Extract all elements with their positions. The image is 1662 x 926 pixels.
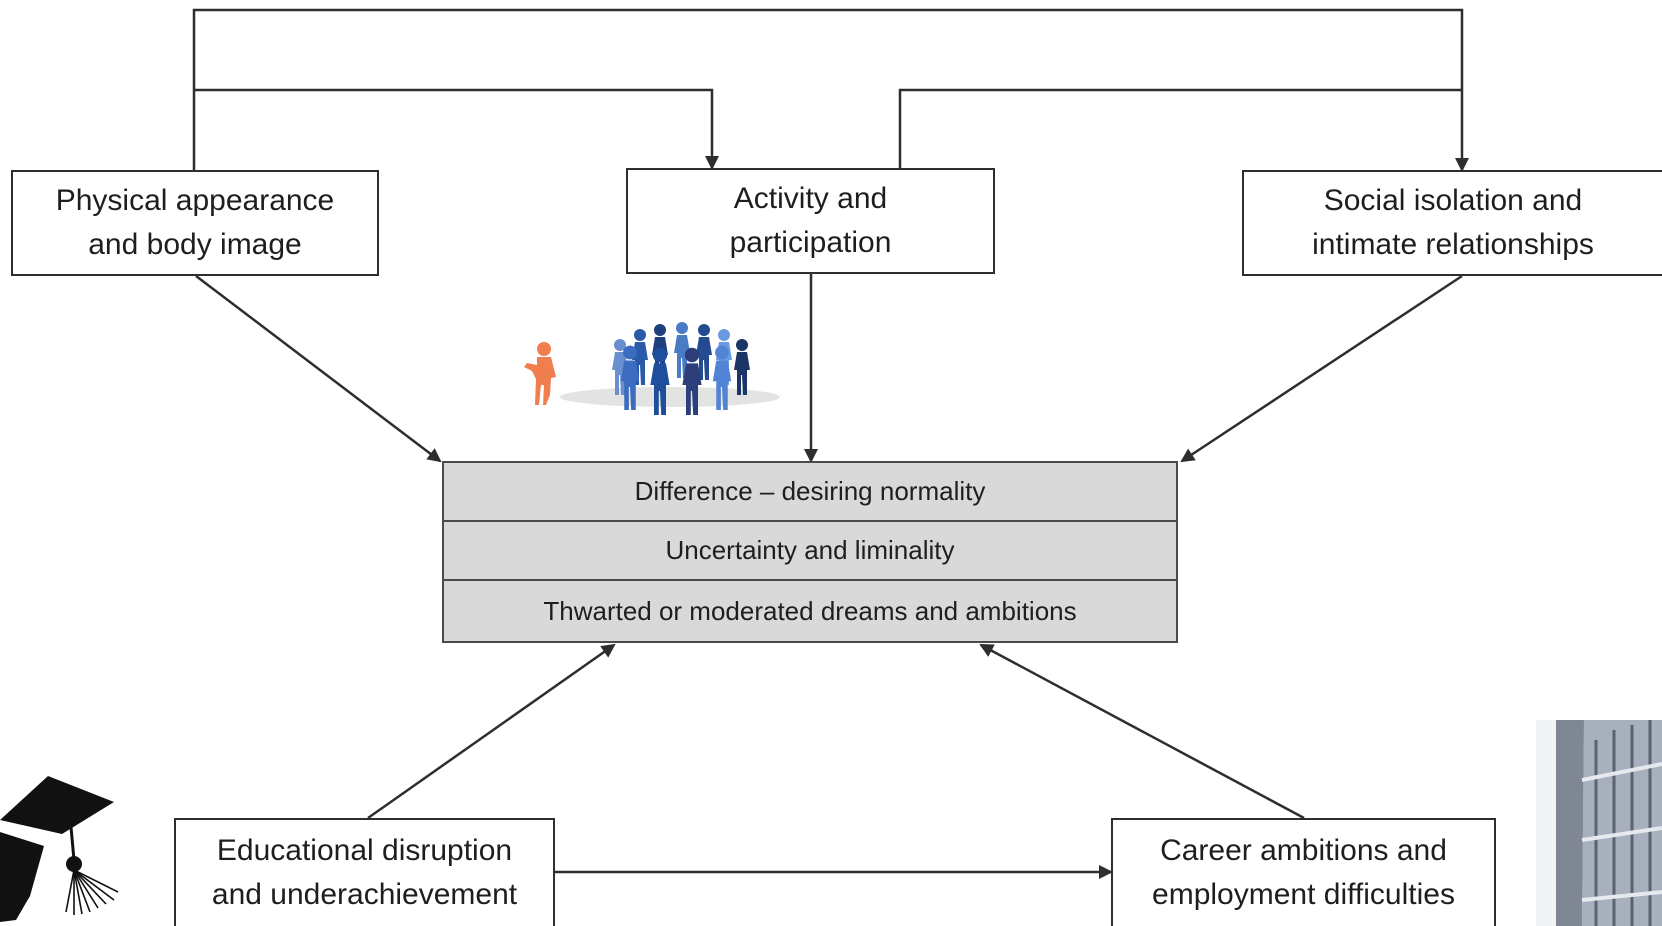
social-box-line-1: Social isolation and	[1323, 184, 1583, 217]
career-box-line-2: employment difficulties	[1152, 878, 1455, 911]
physical-box-line-2: and body image	[88, 228, 302, 261]
activity-box-line-1: Activity and	[733, 182, 888, 215]
educational-disruption-box: Educational disruption and underachievem…	[174, 818, 555, 926]
graduation-cap-icon	[0, 776, 119, 922]
central-row-thwarted: Thwarted or moderated dreams and ambitio…	[543, 595, 1077, 626]
central-row-difference: Difference – desiring normality	[444, 463, 1176, 522]
central-themes-box: Difference – desiring normality Uncertai…	[442, 461, 1178, 643]
career-ambitions-box: Career ambitions and employment difficul…	[1111, 818, 1496, 926]
social-box-line-2: intimate relationships	[1312, 228, 1594, 261]
activity-box-line-2: participation	[729, 226, 892, 259]
physical-appearance-box: Physical appearance and body image	[11, 170, 379, 276]
physical-box-line-1: Physical appearance	[55, 184, 335, 217]
education-box-line-2: and underachievement	[211, 878, 518, 911]
connector-physical-to-central	[195, 275, 442, 463]
connector-social-to-central	[1180, 274, 1463, 463]
outsider-figure	[524, 342, 556, 405]
building-photo	[1536, 720, 1662, 926]
social-isolation-box: Social isolation and intimate relationsh…	[1242, 170, 1662, 276]
career-box-line-1: Career ambitions and	[1160, 834, 1447, 867]
education-box-line-1: Educational disruption	[216, 834, 513, 867]
connector-physical-to-activity	[194, 88, 719, 170]
central-row-uncertainty: Uncertainty and liminality	[444, 522, 1176, 581]
connector-career-to-central	[979, 643, 1305, 820]
people-circle-icon	[524, 322, 780, 415]
connector-activity-to-social	[898, 88, 1462, 168]
activity-participation-box: Activity and participation	[626, 168, 995, 274]
connector-education-to-central	[367, 643, 616, 820]
